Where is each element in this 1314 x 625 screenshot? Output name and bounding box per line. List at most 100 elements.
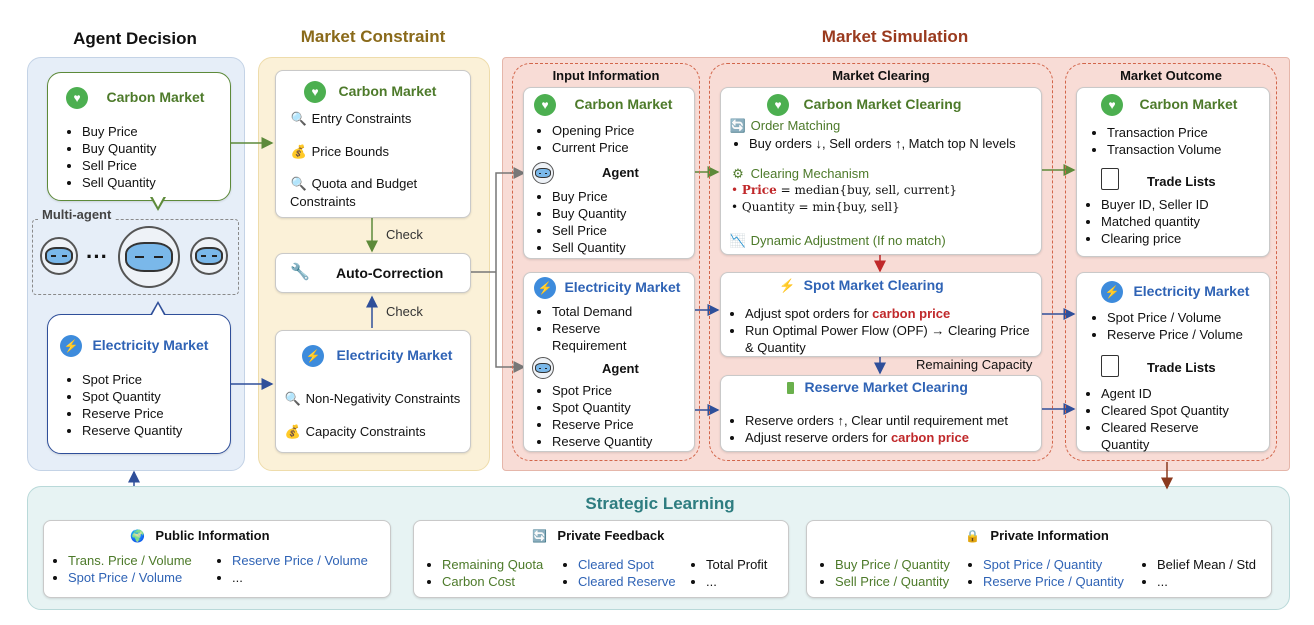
bubble-tail-carbon-fill [152,196,164,207]
list-item: Reserve Price [532,416,652,433]
carbon-clearing-card: ♥ Carbon Market Clearing 🔄 Order Matchin… [720,87,1042,255]
trade-lists-2-list: Agent ID Cleared Spot Quantity Cleared R… [1081,385,1261,453]
reserve-clearing-card: Reserve Market Clearing Reserve orders ↑… [720,375,1042,452]
refresh-icon: 🔄 [729,118,747,133]
spot-clearing-card: ⚡ Spot Market Clearing Adjust spot order… [720,272,1042,357]
header-agent-decision: Agent Decision [73,29,197,48]
input-information-title: Input Information [552,68,660,83]
list-item: Reserve orders ↑, Clear until requiremen… [725,412,1008,429]
input-electricity-list: Total Demand Reserve Requirement [532,303,682,354]
list-item: Opening Price [532,122,634,139]
private-info-card: 🔒 Private Information Buy Price / Quanti… [806,520,1272,598]
list-item: Spot Price [532,382,652,399]
money-bag-icon: 💰 [284,424,302,439]
agent-carbon-title: Carbon Market [106,89,205,106]
outcome-carbon-card: ♥ Carbon Market Transaction Price Transa… [1076,87,1270,257]
list-item: Buy Price / Quantity [815,556,950,573]
list-item: Reserve Price / Volume [1087,326,1243,343]
list-item: Spot Price / Quantity [963,556,1124,573]
check-label-top: Check [386,227,423,242]
input-agent2-title: Agent [602,361,639,376]
agent-electricity-card: ⚡ Electricity Market Spot Price Spot Qua… [47,314,231,454]
input-carbon-list: Opening Price Current Price [532,122,634,156]
market-clearing-title: Market Clearing [832,68,930,83]
public-info-col1: Trans. Price / Volume Spot Price / Volum… [48,552,192,586]
private-feedback-card: 🔄 Private Feedback Remaining Quota Carbo… [413,520,789,598]
outcome-carbon-list: Transaction Price Transaction Volume [1087,124,1221,158]
list-item: Cleared Reserve Quantity [1081,419,1211,453]
input-agent1-title: Agent [602,165,639,180]
private-feedback-title: Private Feedback [557,528,665,543]
agent-carbon-list: Buy Price Buy Quantity Sell Price Sell Q… [62,123,156,191]
private-feedback-col3: Total Profit ... [686,556,767,590]
list-item: Reserve Price [62,405,182,422]
agent-robot-icon [532,357,554,379]
globe-icon: 🌍 [130,529,145,543]
lightning-icon: ⚡ [1101,281,1123,303]
agent-robot-icon [532,162,554,184]
trade-lists-2-title: Trade Lists [1147,360,1216,375]
carbon-icon: ♥ [767,94,789,116]
market-clearing-group [709,63,1053,461]
list-item: Sell Price [532,222,626,239]
bubble-tail-electricity-fill [152,304,164,315]
trade-lists-1-title: Trade Lists [1147,174,1216,189]
list-item: Buy Price [62,123,156,140]
list-item: Matched quantity [1081,213,1209,230]
clipboard-icon [1101,168,1119,190]
gears-icon: ⚙ [732,166,744,181]
wrench-icon: 🔧 [290,264,310,281]
constraint-carbon-title: Carbon Market [338,83,437,100]
clipboard-icon [1101,355,1119,377]
constraint-electricity-card: ⚡ Electricity Market 🔍 Non-Negativity Co… [275,330,471,453]
carbon-icon: ♥ [534,94,556,116]
list-item: Buy Price [532,188,626,205]
input-agent2-list: Spot Price Spot Quantity Reserve Price R… [532,382,652,450]
list-item: Clearing price [1081,230,1209,247]
constraint-item-nonneg: 🔍 Non-Negativity Constraints [284,391,461,406]
input-agent1-list: Buy Price Buy Quantity Sell Price Sell Q… [532,188,626,256]
lightning-icon: ⚡ [534,277,556,299]
input-carbon-card: ♥ Carbon Market Opening Price Current Pr… [523,87,695,259]
dynamic-adjustment-label: 📉 Dynamic Adjustment (If no match) [729,233,946,248]
outcome-electricity-title: Electricity Market [1133,283,1250,300]
header-market-simulation: Market Simulation [821,27,969,46]
list-item: Sell Price [62,157,156,174]
list-item: Buy orders ↓, Sell orders ↑, Match top N… [729,135,1016,152]
market-outcome-group [1065,63,1277,461]
order-rule-list: Buy orders ↓, Sell orders ↑, Match top N… [729,135,1016,152]
public-info-title: Public Information [155,528,270,543]
header-strategic-learning: Strategic Learning [585,494,735,513]
reserve-clearing-list: Reserve orders ↑, Clear until requiremen… [725,412,1008,446]
private-feedback-col2: Cleared Spot Cleared Reserve [558,556,676,590]
auto-correction-label: Auto-Correction [336,265,444,281]
list-item: Buy Quantity [62,140,156,157]
constraint-item-capacity: 💰 Capacity Constraints [284,424,426,439]
magnifier-icon: 🔍 [284,391,302,406]
list-item: Total Profit [686,556,767,573]
list-item: Belief Mean / Std [1137,556,1256,573]
list-item: Spot Quantity [62,388,182,405]
list-item: Cleared Reserve [558,573,676,590]
constraint-carbon-card: ♥ Carbon Market 🔍 Entry Constraints 💰 Pr… [275,70,471,218]
lightning-icon: ⚡ [60,335,82,357]
list-item: ... [1137,573,1256,590]
private-info-title: Private Information [990,528,1109,543]
outcome-electricity-card: ⚡ Electricity Market Spot Price / Volume… [1076,272,1270,452]
constraint-item-price-bounds: 💰 Price Bounds [290,144,389,159]
list-item: Sell Price / Quantity [815,573,950,590]
agent-robot-icon-main [118,226,180,288]
carbon-icon: ♥ [66,87,88,109]
outcome-electricity-list: Spot Price / Volume Reserve Price / Volu… [1087,309,1243,343]
private-info-col2: Spot Price / Quantity Reserve Price / Qu… [963,556,1124,590]
list-item: Run Optimal Power Flow (OPF) → Clearing … [725,322,1035,356]
agent-robot-icon-small-right [190,237,228,275]
list-item: Adjust spot orders for carbon price [725,305,1035,322]
chart-icon: 📉 [729,233,747,248]
battery-icon [787,381,794,394]
order-matching-label: 🔄 Order Matching [729,118,841,133]
lightning-icon: ⚡ [302,345,324,367]
clearing-mechanism-label: ⚙ Clearing Mechanism [729,166,869,182]
multi-agent-group [32,219,239,295]
